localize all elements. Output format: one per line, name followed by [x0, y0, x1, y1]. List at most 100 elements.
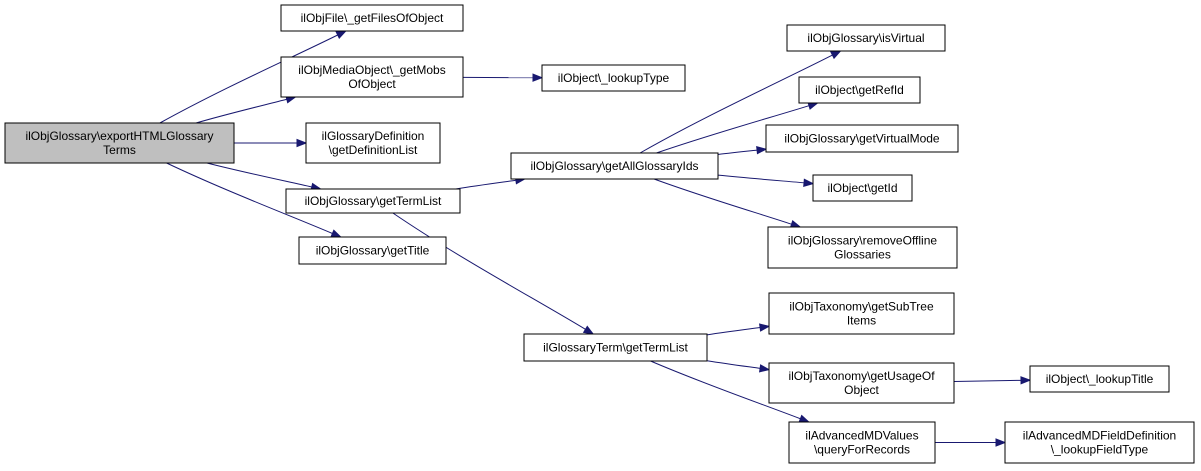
node-label: ilObjGlossary\removeOffline — [788, 234, 937, 248]
node-label: \queryForRecords — [814, 443, 910, 457]
node-lookup-type[interactable]: ilObject\_lookupType — [541, 64, 686, 92]
node-box — [768, 362, 955, 404]
node-label: ilObjGlossary\getVirtualMode — [784, 132, 940, 146]
node-query-for-records[interactable]: ilAdvancedMDValues\queryForRecords — [788, 421, 936, 464]
edge-line — [195, 98, 287, 124]
arrowhead-icon — [759, 323, 771, 332]
arrowhead-icon — [532, 73, 544, 82]
node-label: OfObject — [348, 77, 396, 91]
arrowhead-icon — [758, 364, 771, 373]
node-label: ilObjGlossary\getTermList — [305, 194, 442, 208]
arrowhead-icon — [798, 414, 811, 423]
node-label: ilObjGlossary\exportHTMLGlossary — [25, 129, 213, 143]
edge-line — [706, 327, 761, 336]
call-edges — [159, 30, 1032, 447]
node-get-virtual-mode[interactable]: ilObjGlossary\getVirtualMode — [765, 124, 959, 153]
call-edge-query_for_records-to-lookup_field_type — [934, 438, 1007, 447]
node-box — [4, 122, 235, 164]
node-label: Items — [847, 314, 876, 328]
node-label: ilAdvancedMDFieldDefinition — [1023, 429, 1176, 443]
node-get-definition-list[interactable]: ilGlossaryDefinition\getDefinitionList — [305, 122, 441, 164]
node-get-title[interactable]: ilObjGlossary\getTitle — [298, 236, 447, 265]
arrowhead-icon — [335, 30, 347, 40]
node-box — [298, 236, 447, 265]
node-box — [1029, 365, 1170, 393]
node-box — [1004, 421, 1195, 464]
call-edge-glossary_term_get_term_list-to-get_sub_tree_items — [706, 323, 771, 336]
node-box — [768, 292, 955, 335]
edge-line — [206, 162, 312, 188]
edge-line — [717, 149, 758, 155]
edge-line — [639, 54, 833, 154]
edge-line — [159, 34, 338, 124]
call-edge-get_usage_of_object-to-lookup_title — [953, 376, 1032, 385]
node-label: ilGlossaryTerm\getTermList — [543, 341, 688, 355]
edge-line — [455, 179, 516, 190]
node-box — [767, 226, 958, 269]
call-edge-get_all_glossary_ids-to-remove_offline_glossaries — [653, 178, 802, 229]
node-box — [812, 174, 913, 202]
node-get-ref-id[interactable]: ilObject\getRefId — [798, 76, 921, 104]
arrowhead-icon — [995, 438, 1007, 447]
edge-line — [653, 178, 792, 225]
node-label: ilGlossaryDefinition — [322, 129, 425, 143]
node-label: ilObject\_lookupType — [558, 71, 670, 85]
node-box — [280, 56, 464, 98]
edge-line — [650, 360, 801, 420]
edge-line — [706, 360, 761, 369]
node-glossary-term-get-term-list[interactable]: ilGlossaryTerm\getTermList — [523, 333, 708, 362]
call-edge-root-to-get_definition_list — [233, 138, 308, 148]
node-box — [523, 333, 708, 362]
edge-line — [166, 162, 333, 234]
edge-line — [717, 174, 805, 184]
node-box — [510, 152, 719, 180]
node-label: ilObject\getRefId — [815, 83, 904, 97]
node-label: ilObjFile\_getFilesOfObject — [301, 11, 444, 25]
node-label: Glossaries — [834, 248, 891, 262]
node-label: \getDefinitionList — [329, 143, 418, 157]
node-get-all-glossary-ids[interactable]: ilObjGlossary\getAllGlossaryIds — [510, 152, 719, 180]
node-label: ilAdvancedMDValues — [805, 429, 918, 443]
node-get-id[interactable]: ilObject\getId — [812, 174, 913, 202]
node-label: ilObjTaxonomy\getUsageOf — [788, 369, 935, 383]
call-edge-root-to-get_mobs_of_object — [195, 95, 297, 124]
node-label: ilObjGlossary\isVirtual — [807, 31, 924, 45]
arrowhead-icon — [756, 146, 768, 155]
edge-line — [953, 379, 1022, 382]
edge-line — [392, 212, 586, 330]
arrowhead-icon — [296, 138, 308, 148]
node-label: ilObject\getId — [827, 181, 897, 195]
edge-line — [656, 105, 810, 154]
arrowhead-icon — [330, 229, 342, 238]
node-label: ilObjMediaObject\_getMobs — [298, 63, 445, 77]
node-box — [765, 124, 959, 153]
node-label: \_lookupFieldType — [1051, 443, 1149, 457]
call-edge-root-to-obj_glossary_get_term_list — [206, 162, 322, 192]
node-label: Object — [844, 383, 879, 397]
node-box — [798, 76, 921, 104]
call-edge-glossary_term_get_term_list-to-get_usage_of_object — [706, 360, 771, 373]
node-obj-glossary-get-term-list[interactable]: ilObjGlossary\getTermList — [285, 188, 461, 214]
arrowhead-icon — [803, 178, 815, 187]
node-lookup-field-type[interactable]: ilAdvancedMDFieldDefinition\_lookupField… — [1004, 421, 1195, 464]
arrowhead-icon — [1020, 376, 1032, 385]
node-box — [541, 64, 686, 92]
function-nodes: ilObjGlossary\exportHTMLGlossaryTermsilO… — [4, 4, 1195, 464]
node-box — [280, 4, 464, 32]
node-lookup-title[interactable]: ilObject\_lookupTitle — [1029, 365, 1170, 393]
node-box — [788, 421, 936, 464]
node-box — [786, 24, 946, 52]
node-label: ilObjGlossary\getAllGlossaryIds — [530, 159, 698, 173]
node-is-virtual[interactable]: ilObjGlossary\isVirtual — [786, 24, 946, 52]
node-label: Terms — [103, 143, 136, 157]
call-edge-get_mobs_of_object-to-lookup_type — [462, 73, 544, 82]
call-edge-obj_glossary_get_term_list-to-glossary_term_get_term_list — [392, 212, 595, 335]
node-get-files-of-object[interactable]: ilObjFile\_getFilesOfObject — [280, 4, 464, 32]
arrowhead-icon — [582, 325, 595, 335]
